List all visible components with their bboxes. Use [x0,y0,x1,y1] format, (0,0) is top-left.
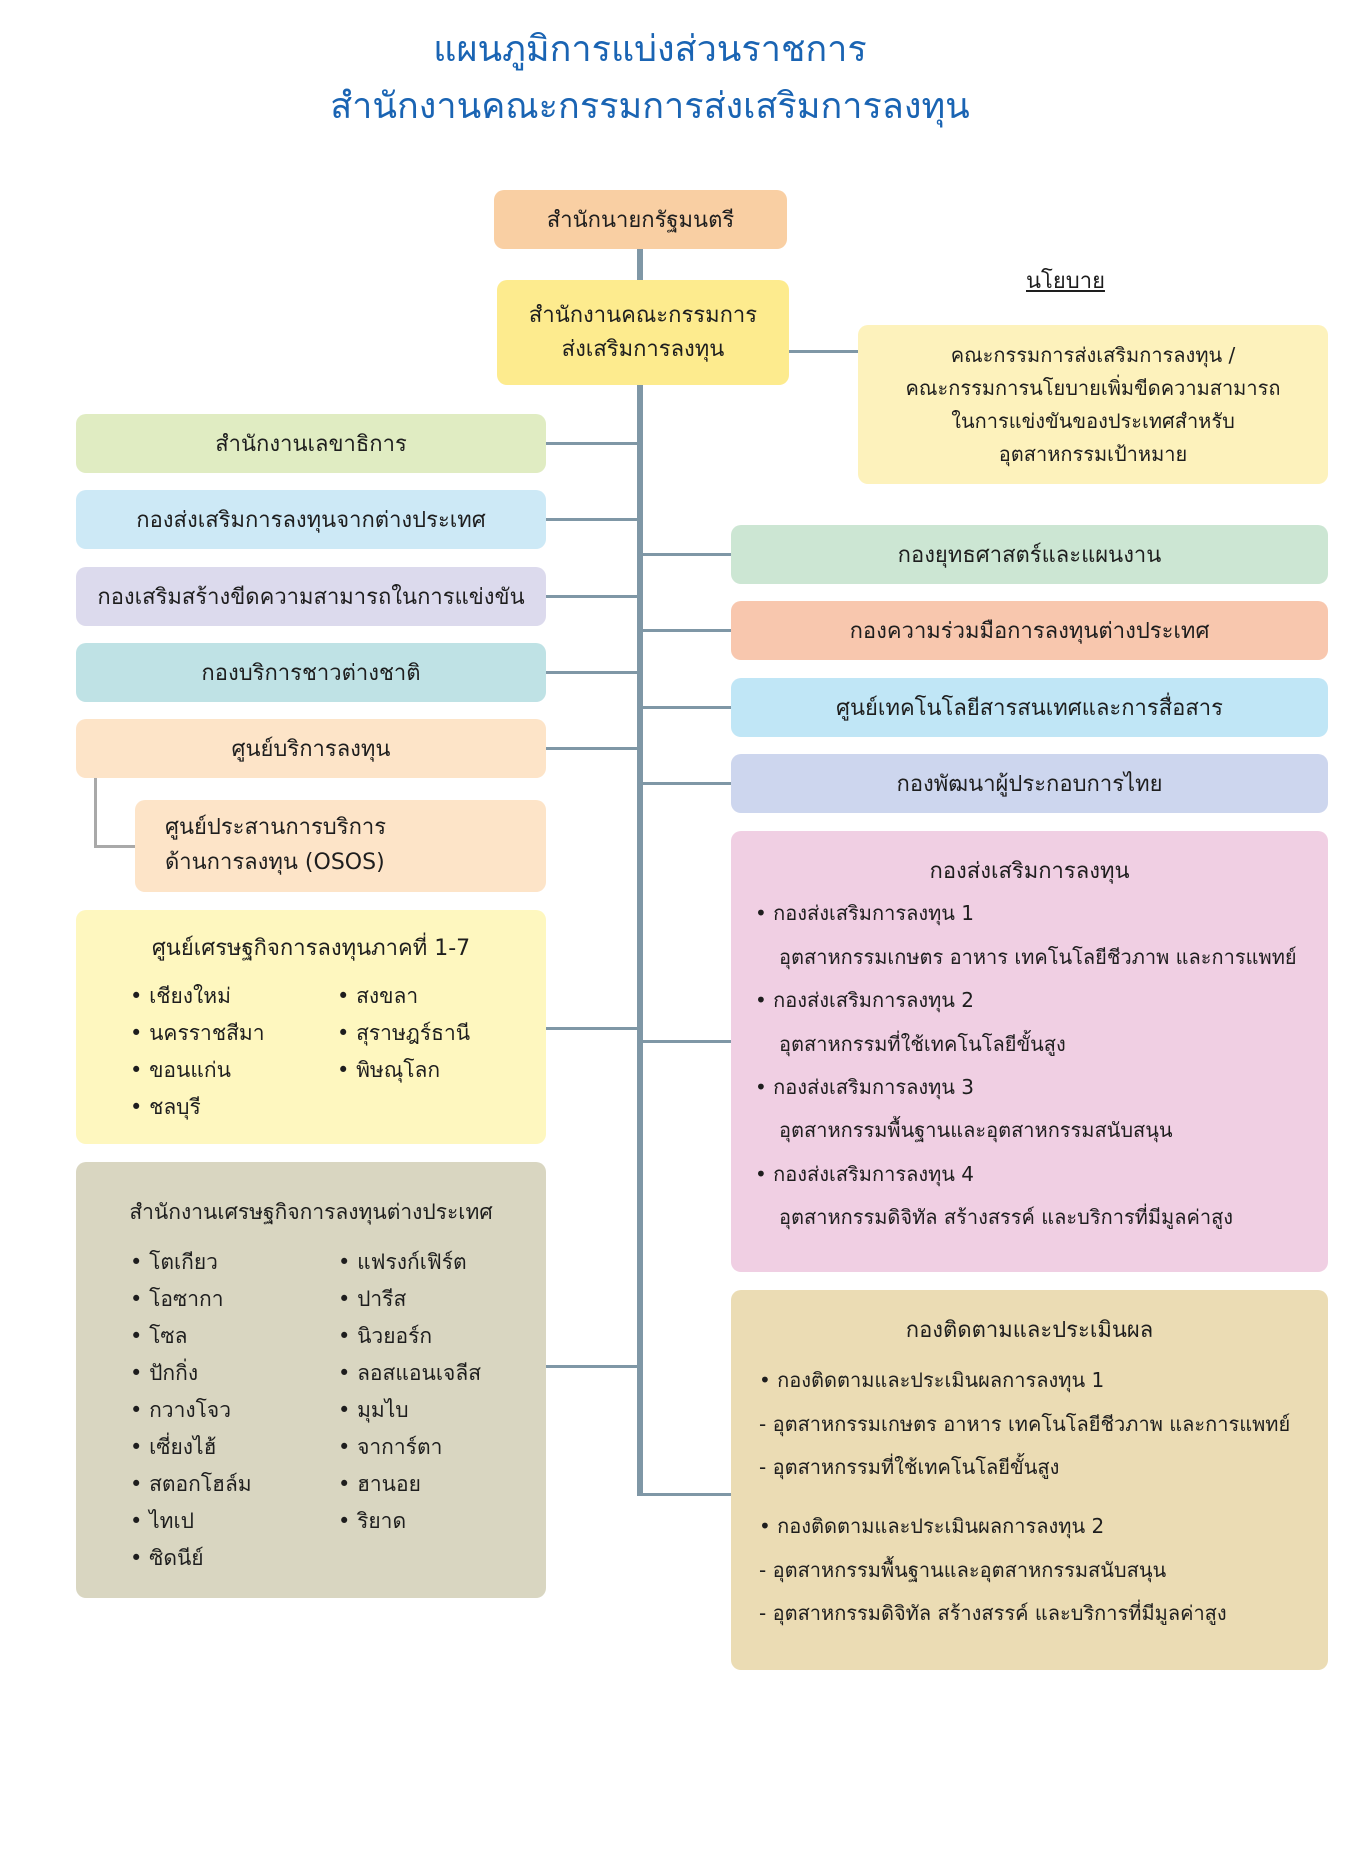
ict-label: ศูนย์เทคโนโลยีสารสนเทศและการสื่อสาร [836,696,1223,721]
regional-centers-heading: ศูนย์เศรษฐกิจการลงทุนภาคที่ 1-7 [151,936,471,961]
overseas-item: • โซล [130,1324,188,1348]
promotion-group: • กองส่งเสริมการลงทุน 2 [755,988,975,1012]
ict-box: ศูนย์เทคโนโลยีสารสนเทศและการสื่อสาร [731,678,1328,737]
chart-title-line1: แผนภูมิการแบ่งส่วนราชการ [433,29,867,70]
promotion-group: • กองส่งเสริมการลงทุน 3 [755,1075,975,1099]
regional-item: • นครราชสีมา [130,1021,265,1045]
overseas-item: • โตเกียว [130,1250,218,1274]
policy-line-1: คณะกรรมการส่งเสริมการลงทุน / [950,342,1236,367]
policy-line-3: ในการแข่งขันของประเทศสำหรับ [951,408,1235,433]
intl-coop-label: กองความร่วมมือการลงทุนต่างประเทศ [849,619,1210,644]
regional-item: • พิษณุโลก [337,1058,441,1082]
osos-connector-h [94,845,138,848]
expat-services-box: กองบริการชาวต่างชาติ [76,643,546,702]
overseas-item: • ซิดนีย์ [130,1546,204,1570]
branch-secretariat [545,442,640,445]
boi-office-box: สำนักงานคณะกรรมการ ส่งเสริมการลงทุน [497,280,789,385]
overseas-item: • ปารีส [338,1287,407,1311]
secretariat-label: สำนักงานเลขาธิการ [215,432,407,457]
foreign-promo-label: กองส่งเสริมการลงทุนจากต่างประเทศ [136,508,486,533]
expat-services-label: กองบริการชาวต่างชาติ [201,661,421,686]
monitoring-box: กองติดตามและประเมินผล • กองติดตามและประเ… [731,1290,1328,1670]
monitoring-item: - อุตสาหกรรมที่ใช้เทคโนโลยีขั้นสูง [759,1455,1060,1479]
overseas-offices-heading: สำนักงานเศรษฐกิจการลงทุนต่างประเทศ [129,1200,493,1224]
overseas-item: • โอซากา [130,1287,224,1311]
branch-ict [640,706,733,709]
secretariat-box: สำนักงานเลขาธิการ [76,414,546,473]
branch-promotion [640,1040,733,1043]
overseas-item: • ปักกิ่ง [130,1361,199,1385]
overseas-item: • ริยาด [338,1509,407,1533]
regional-item: • สุราษฎร์ธานี [337,1021,471,1045]
osos-label-1: ศูนย์ประสานการบริการ [165,815,387,840]
branch-regional [545,1027,640,1030]
monitoring-item: - อุตสาหกรรมเกษตร อาหาร เทคโนโลยีชีวภาพ … [759,1412,1291,1436]
monitoring-heading: กองติดตามและประเมินผล [905,1318,1154,1343]
regional-item: • เชียงใหม่ [130,984,231,1008]
strategy-box: กองยุทธศาสตร์และแผนงาน [731,525,1328,584]
regional-centers-box: ศูนย์เศรษฐกิจการลงทุนภาคที่ 1-7 • เชียงใ… [76,910,546,1144]
overseas-item: • กวางโจว [130,1398,231,1422]
promotion-group-desc: อุตสาหกรรมที่ใช้เทคโนโลยีขั้นสูง [779,1032,1066,1056]
policy-line-2: คณะกรรมการนโยบายเพิ่มขีดความสามารถ [905,375,1281,400]
pm-office-box: สำนักนายกรัฐมนตรี [494,190,787,249]
regional-item: • ขอนแก่น [130,1058,231,1082]
branch-expat [545,671,640,674]
regional-item: • สงขลา [337,984,419,1008]
branch-monitoring [640,1493,733,1496]
overseas-item: • จาการ์ตา [338,1435,443,1459]
boi-office-label-2: ส่งเสริมการลงทุน [561,336,725,362]
overseas-item: • สตอกโฮล์ม [130,1472,252,1496]
osos-label-2: ด้านการลงทุน (OSOS) [165,850,385,875]
monitoring-item: - อุตสาหกรรมดิจิทัล สร้างสรรค์ และบริการ… [759,1601,1227,1625]
service-center-box: ศูนย์บริการลงทุน [76,719,546,778]
branch-strategy [640,553,733,556]
policy-connector [789,350,860,353]
monitoring-group: • กองติดตามและประเมินผลการลงทุน 1 [759,1368,1105,1392]
overseas-item: • ฮานอย [338,1472,421,1496]
osos-box: ศูนย์ประสานการบริการ ด้านการลงทุน (OSOS) [135,800,546,892]
overseas-offices-box: สำนักงานเศรษฐกิจการลงทุนต่างประเทศ • โตเ… [76,1162,546,1598]
trunk-top [637,248,643,282]
thai-entrepreneurs-box: กองพัฒนาผู้ประกอบการไทย [731,754,1328,813]
pm-office-label: สำนักนายกรัฐมนตรี [546,208,735,233]
promotion-box: กองส่งเสริมการลงทุน • กองส่งเสริมการลงทุ… [731,831,1328,1272]
monitoring-item: - อุตสาหกรรมพื้นฐานและอุตสาหกรรมสนับสนุน [759,1558,1167,1582]
branch-overseas [545,1365,640,1368]
chart-title-line2: สำนักงานคณะกรรมการส่งเสริมการลงทุน [330,86,970,127]
branch-intl-coop [640,629,733,632]
foreign-promo-box: กองส่งเสริมการลงทุนจากต่างประเทศ [76,490,546,549]
regional-item: • ชลบุรี [130,1095,201,1119]
intl-coop-box: กองความร่วมมือการลงทุนต่างประเทศ [731,601,1328,660]
service-center-label: ศูนย์บริการลงทุน [231,737,391,762]
promotion-group-desc: อุตสาหกรรมเกษตร อาหาร เทคโนโลยีชีวภาพ แล… [779,945,1297,969]
branch-foreign-promo [545,518,640,521]
overseas-item: • มุมไบ [338,1398,409,1422]
promotion-group-desc: อุตสาหกรรมพื้นฐานและอุตสาหกรรมสนับสนุน [779,1118,1173,1142]
policy-line-4: อุตสาหกรรมเป้าหมาย [998,441,1188,466]
policy-heading: นโยบาย [1026,269,1105,294]
branch-thai-entrepreneurs [640,782,733,785]
strategy-label: กองยุทธศาสตร์และแผนงาน [897,543,1162,568]
overseas-item: • เซี่ยงไฮ้ [130,1435,217,1459]
osos-connector-v [94,778,97,848]
overseas-item: • นิวยอร์ก [338,1324,433,1348]
overseas-item: • ลอสแอนเจลีส [338,1361,482,1385]
branch-competitiveness [545,595,640,598]
overseas-item: • ไทเป [130,1509,194,1533]
promotion-group: • กองส่งเสริมการลงทุน 4 [755,1162,975,1186]
trunk-main [637,383,643,1496]
promotion-group-desc: อุตสาหกรรมดิจิทัล สร้างสรรค์ และบริการที… [779,1205,1234,1229]
competitiveness-label: กองเสริมสร้างขีดความสามารถในการแข่งขัน [97,585,525,610]
policy-box: คณะกรรมการส่งเสริมการลงทุน / คณะกรรมการน… [858,325,1328,484]
promotion-group: • กองส่งเสริมการลงทุน 1 [755,901,975,925]
thai-entrepreneurs-label: กองพัฒนาผู้ประกอบการไทย [896,772,1163,797]
branch-service-center [545,747,640,750]
monitoring-group: • กองติดตามและประเมินผลการลงทุน 2 [759,1514,1105,1538]
overseas-item: • แฟรงก์เฟิร์ต [338,1250,467,1274]
competitiveness-box: กองเสริมสร้างขีดความสามารถในการแข่งขัน [76,567,546,626]
boi-office-label-1: สำนักงานคณะกรรมการ [528,302,758,328]
promotion-heading: กองส่งเสริมการลงทุน [929,859,1130,884]
